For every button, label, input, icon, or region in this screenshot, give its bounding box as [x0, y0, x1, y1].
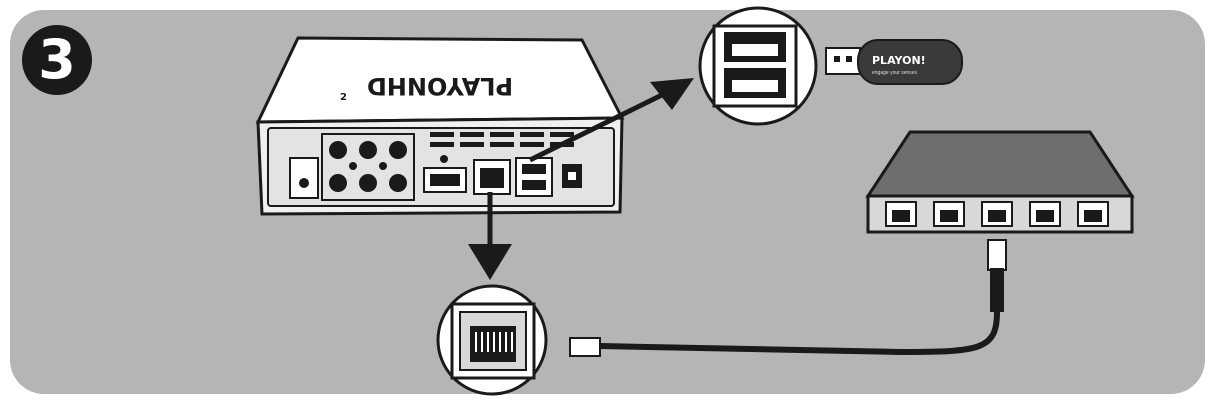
- media-player: PLAYONHD 2: [255, 36, 625, 216]
- ethernet-cable: [569, 239, 1007, 357]
- device-brand-suffix: 2: [340, 92, 347, 103]
- arrow-icon: [468, 192, 512, 280]
- av-jacks: [321, 133, 415, 201]
- usb-port-zoom: [698, 6, 818, 126]
- usb-flash-drive: PLAYON! engage your senses: [825, 39, 963, 85]
- step-number-badge: 3: [22, 25, 92, 95]
- ethernet-port-zoom: [436, 284, 548, 396]
- usb-stick-brand: PLAYON!: [872, 54, 926, 67]
- arrow-icon: [528, 78, 694, 163]
- device-brand-label: PLAYONHD: [367, 72, 513, 100]
- usb-stick-tagline: engage your senses: [872, 70, 918, 76]
- network-switch: [865, 130, 1135, 234]
